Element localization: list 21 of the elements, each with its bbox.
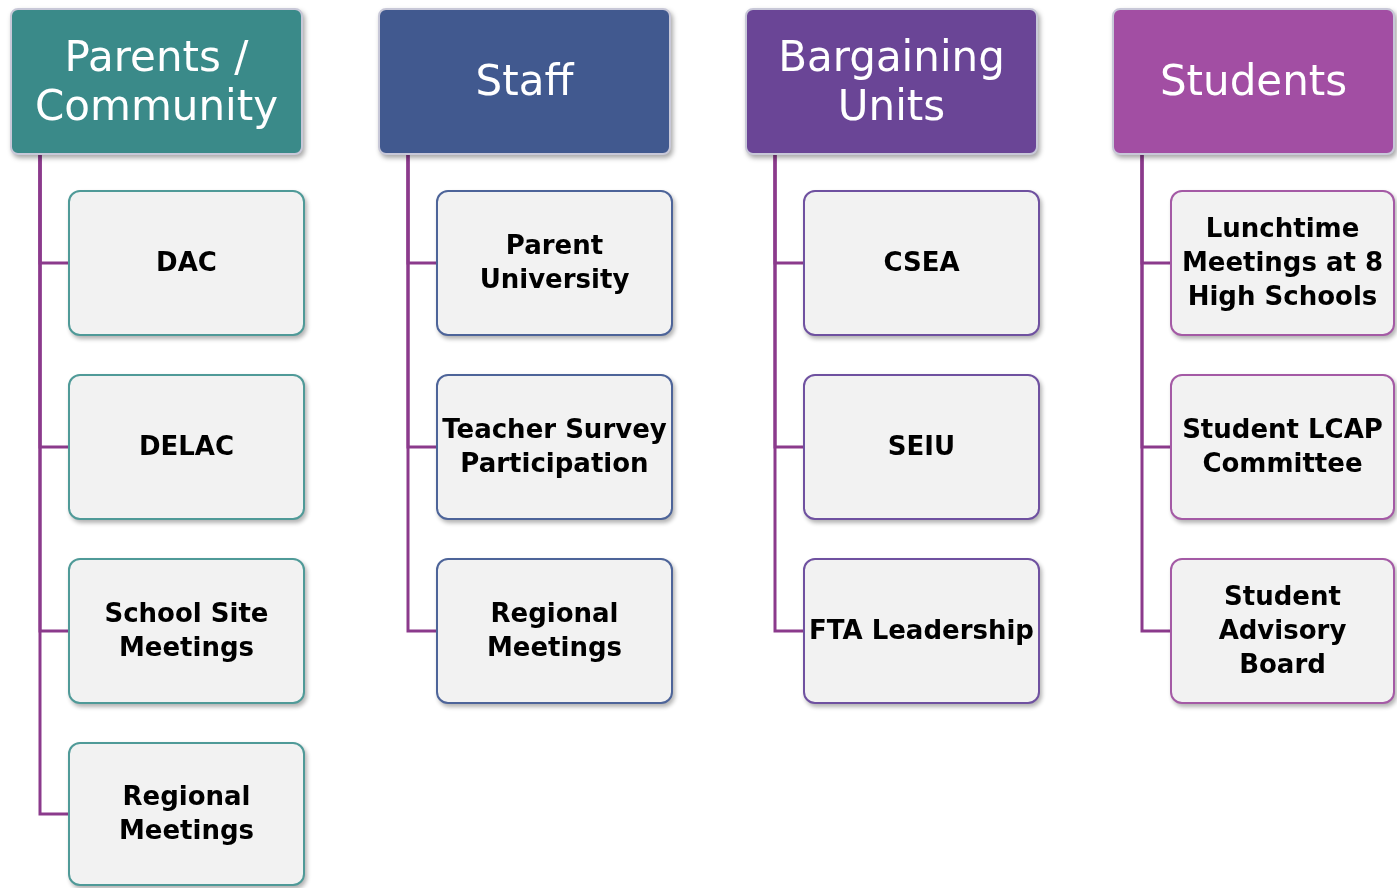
group-header-box: Parents / Community	[10, 8, 303, 155]
group-header-box: Staff	[378, 8, 671, 155]
group-header-box: Bargaining Units	[745, 8, 1038, 155]
item-box: Student LCAP Committee	[1170, 374, 1395, 520]
item-box: CSEA	[803, 190, 1040, 336]
connector-line	[38, 155, 68, 816]
connector-line	[773, 155, 803, 633]
connector-line	[406, 155, 436, 633]
item-box: DAC	[68, 190, 305, 336]
item-box: School Site Meetings	[68, 558, 305, 704]
item-box: Student Advisory Board	[1170, 558, 1395, 704]
item-box: DELAC	[68, 374, 305, 520]
connector-line	[1140, 155, 1170, 633]
item-box: FTA Leadership	[803, 558, 1040, 704]
item-box: Teacher Survey Participation	[436, 374, 673, 520]
group-header-box: Students	[1112, 8, 1395, 155]
item-box: Parent University	[436, 190, 673, 336]
item-box: SEIU	[803, 374, 1040, 520]
item-box: Regional Meetings	[436, 558, 673, 704]
item-box: Regional Meetings	[68, 742, 305, 886]
item-box: Lunchtime Meetings at 8 High Schools	[1170, 190, 1395, 336]
